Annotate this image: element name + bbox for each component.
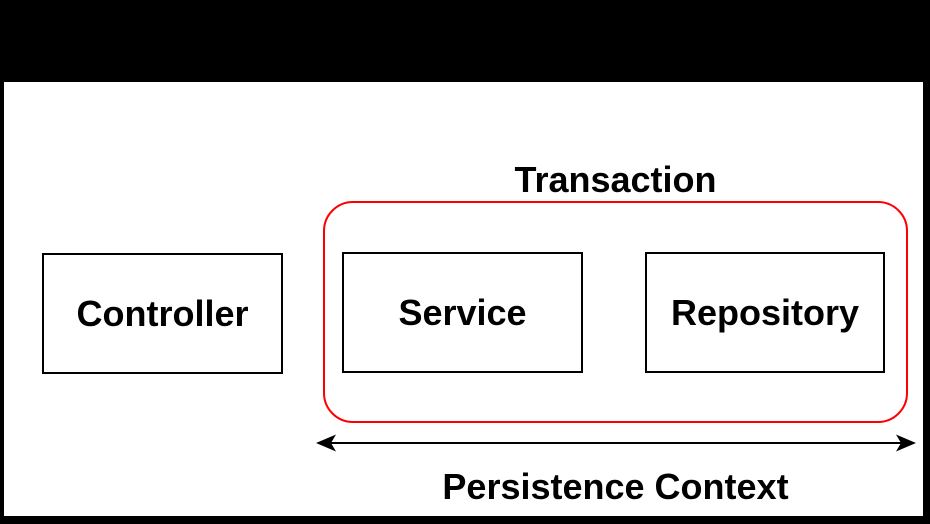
diagram-panel: Controller Transaction Service Repositor… <box>2 80 925 518</box>
service-label: Service <box>398 291 527 333</box>
service-box: Service <box>342 252 583 373</box>
transaction-label: Transaction <box>514 159 717 200</box>
controller-box: Controller <box>42 253 283 374</box>
letterbox-top-bar <box>0 0 930 80</box>
persistence-context-label: Persistence Context <box>442 466 789 507</box>
repository-label: Repository <box>670 291 860 333</box>
persistence-context-arrow <box>316 434 916 452</box>
arrowhead-right-icon <box>896 434 916 452</box>
arrowhead-left-icon <box>316 434 336 452</box>
letterbox-bottom-bar <box>0 518 930 524</box>
transaction-boundary <box>323 201 908 423</box>
controller-label: Controller <box>76 292 249 334</box>
repository-box: Repository <box>645 252 885 373</box>
